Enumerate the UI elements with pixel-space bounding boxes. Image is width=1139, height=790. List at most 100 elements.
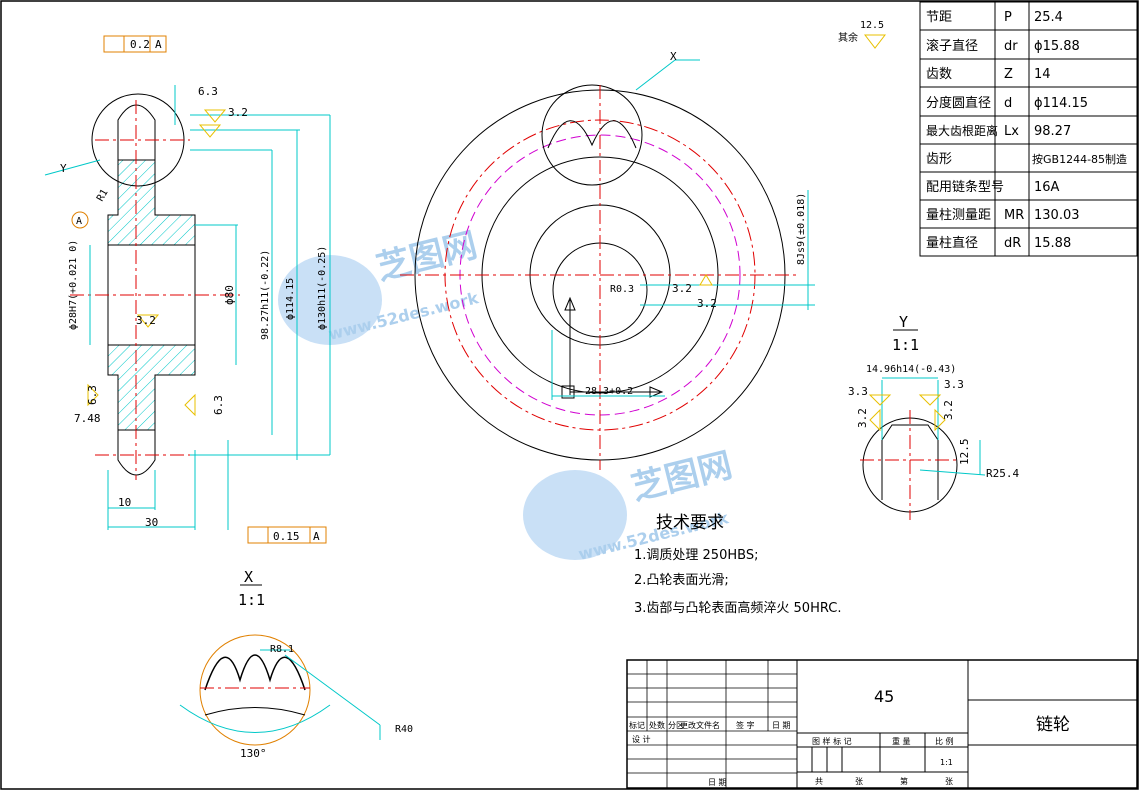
roughness-3-2-top: 3.2 [228, 106, 248, 119]
title-scale: 1:1 [940, 758, 953, 767]
dim-30: 30 [145, 516, 158, 529]
dim-3-2-d: 3.2 [942, 400, 955, 420]
param-value: 25.4 [1034, 10, 1063, 25]
param-value: 14 [1034, 67, 1051, 82]
dim-r0-3: R0.3 [610, 284, 634, 295]
roughness-6-3-top: 6.3 [198, 85, 218, 98]
detail-x-scale: 1:1 [238, 591, 265, 609]
detail-x-label: X [244, 568, 253, 586]
param-value: 16A [1034, 180, 1060, 195]
technical-requirements: 技术要求 1.调质处理 250HBS; 2.凸轮表面光滑; 3.齿部与凸轮表面高… [634, 513, 841, 616]
rest-roughness-value: 12.5 [860, 20, 884, 31]
tb-label-nth: 第 [900, 776, 908, 786]
param-value: 130.03 [1034, 208, 1080, 223]
tb-label-sheet: 张 [855, 777, 863, 786]
dim-12-5: 12.5 [958, 439, 971, 466]
tol-bottom-value: 0.15 [273, 530, 300, 543]
tb-label-count: 处数 [649, 720, 665, 730]
tb-label-zone: 分区 [668, 721, 684, 730]
dim-3-3-a: 3.3 [848, 385, 868, 398]
dim-keyway-w: 28.3+0.2 [585, 386, 633, 397]
param-sym: Lx [1004, 124, 1019, 139]
parameter-table: 节距 P 25.4 滚子直径 dr ϕ15.88 齿数 Z 14 分度圆直径 d… [919, 1, 1138, 257]
dim-130deg: 130° [240, 747, 267, 760]
param-value: 15.88 [1034, 236, 1071, 251]
roughness-6-3-hub: 6.3 [212, 395, 225, 415]
tol-bottom-ref: A [313, 530, 320, 543]
param-name: 节距 [926, 10, 952, 25]
watermark-1: 芝图网 www.52des.work [278, 225, 481, 345]
section-view [44, 35, 331, 544]
rest-roughness-label: 其余 [838, 31, 858, 44]
tb-label-doc: 更改文件名 [680, 720, 720, 730]
dim-98-27: 98.27h11(-0.22) [260, 250, 271, 340]
param-sym: P [1004, 10, 1012, 25]
dim-r40: R40 [395, 724, 413, 735]
tol-top-ref: A [155, 38, 162, 51]
tech-item-1: 1.调质处理 250HBS; [634, 548, 758, 563]
param-sym: dr [1004, 39, 1018, 54]
param-value: ϕ114.15 [1034, 96, 1088, 111]
param-name: 齿形 [926, 152, 952, 167]
param-sym: MR [1004, 208, 1024, 223]
dim-bore: ϕ28H7(+0.021 0) [68, 240, 79, 330]
dim-10: 10 [118, 496, 131, 509]
param-name: 齿数 [926, 67, 952, 82]
param-name: 配用链条型号 [926, 179, 1004, 195]
tol-top-value: 0.2 [130, 38, 150, 51]
param-value: 按GB1244-85制造 [1032, 152, 1127, 166]
param-name: 量柱测量距 [926, 208, 991, 223]
tech-item-2: 2.凸轮表面光滑; [634, 573, 729, 588]
tb-label-sign: 签 字 [736, 720, 755, 730]
dim-3-3-b: 3.3 [944, 378, 964, 391]
title-block [626, 659, 1138, 789]
param-name: 量柱直径 [926, 236, 978, 251]
tb-label-stage: 图 样 标 记 [812, 736, 852, 746]
detail-y-view [860, 329, 986, 520]
param-name: 滚子直径 [926, 38, 978, 54]
param-value: ϕ15.88 [1034, 39, 1080, 54]
roughness-6-3-low: 6.3 [86, 385, 99, 405]
view-x-arrow-label: X [670, 50, 677, 63]
detail-y-label: Y [899, 313, 908, 331]
svg-text:芝图网: 芝图网 [373, 225, 482, 288]
param-sym: Z [1004, 67, 1013, 82]
dim-r25-4: R25.4 [986, 467, 1019, 480]
dim-d80: ϕ80 [223, 285, 236, 305]
watermark-2: 芝图网 www.52des.work [523, 445, 736, 564]
dim-r1: R1 [95, 188, 111, 204]
tb-label-date: 日 期 [772, 721, 791, 730]
dim-3-2-b: 3.2 [697, 297, 717, 310]
dim-d130: ϕ130h11(-0.25) [317, 246, 328, 330]
view-y-arrow-label: Y [60, 162, 67, 175]
dim-keyway-h: 8Js9(±0.018) [796, 193, 807, 265]
param-sym: d [1004, 96, 1012, 111]
tb-label-total: 共 [815, 777, 823, 786]
param-value: 98.27 [1034, 124, 1071, 139]
tb-label-sheet2: 张 [945, 777, 953, 786]
datum-label: A [76, 216, 82, 227]
tech-title: 技术要求 [656, 513, 724, 533]
title-material: 45 [874, 687, 894, 706]
dim-3-2-c: 3.2 [856, 408, 869, 428]
front-view [400, 59, 815, 470]
tb-label-weight: 重 量 [892, 736, 911, 746]
title-part-name: 链轮 [1036, 715, 1070, 735]
tb-label-mark: 标记 [629, 720, 645, 730]
tb-label-ratio: 比 例 [935, 736, 954, 746]
tech-item-3: 3.齿部与凸轮表面高频淬火 50HRC. [634, 600, 841, 616]
roughness-symbols [87, 34, 946, 432]
roughness-3-2-bore: 3.2 [136, 314, 156, 327]
dim-d114-15: ϕ114.15 [285, 278, 296, 320]
tb-label-design: 设 计 [632, 734, 651, 744]
dim-y-width: 14.96h14(-0.43) [866, 364, 956, 375]
param-name: 分度圆直径 [926, 95, 991, 111]
dim-r8-1: R8.1 [270, 644, 294, 655]
tb-label-date2: 日 期 [708, 778, 727, 787]
detail-x-view [179, 584, 381, 746]
dim-7-48: 7.48 [74, 412, 101, 425]
dim-3-2-a: 3.2 [672, 282, 692, 295]
detail-y-scale: 1:1 [892, 336, 919, 354]
